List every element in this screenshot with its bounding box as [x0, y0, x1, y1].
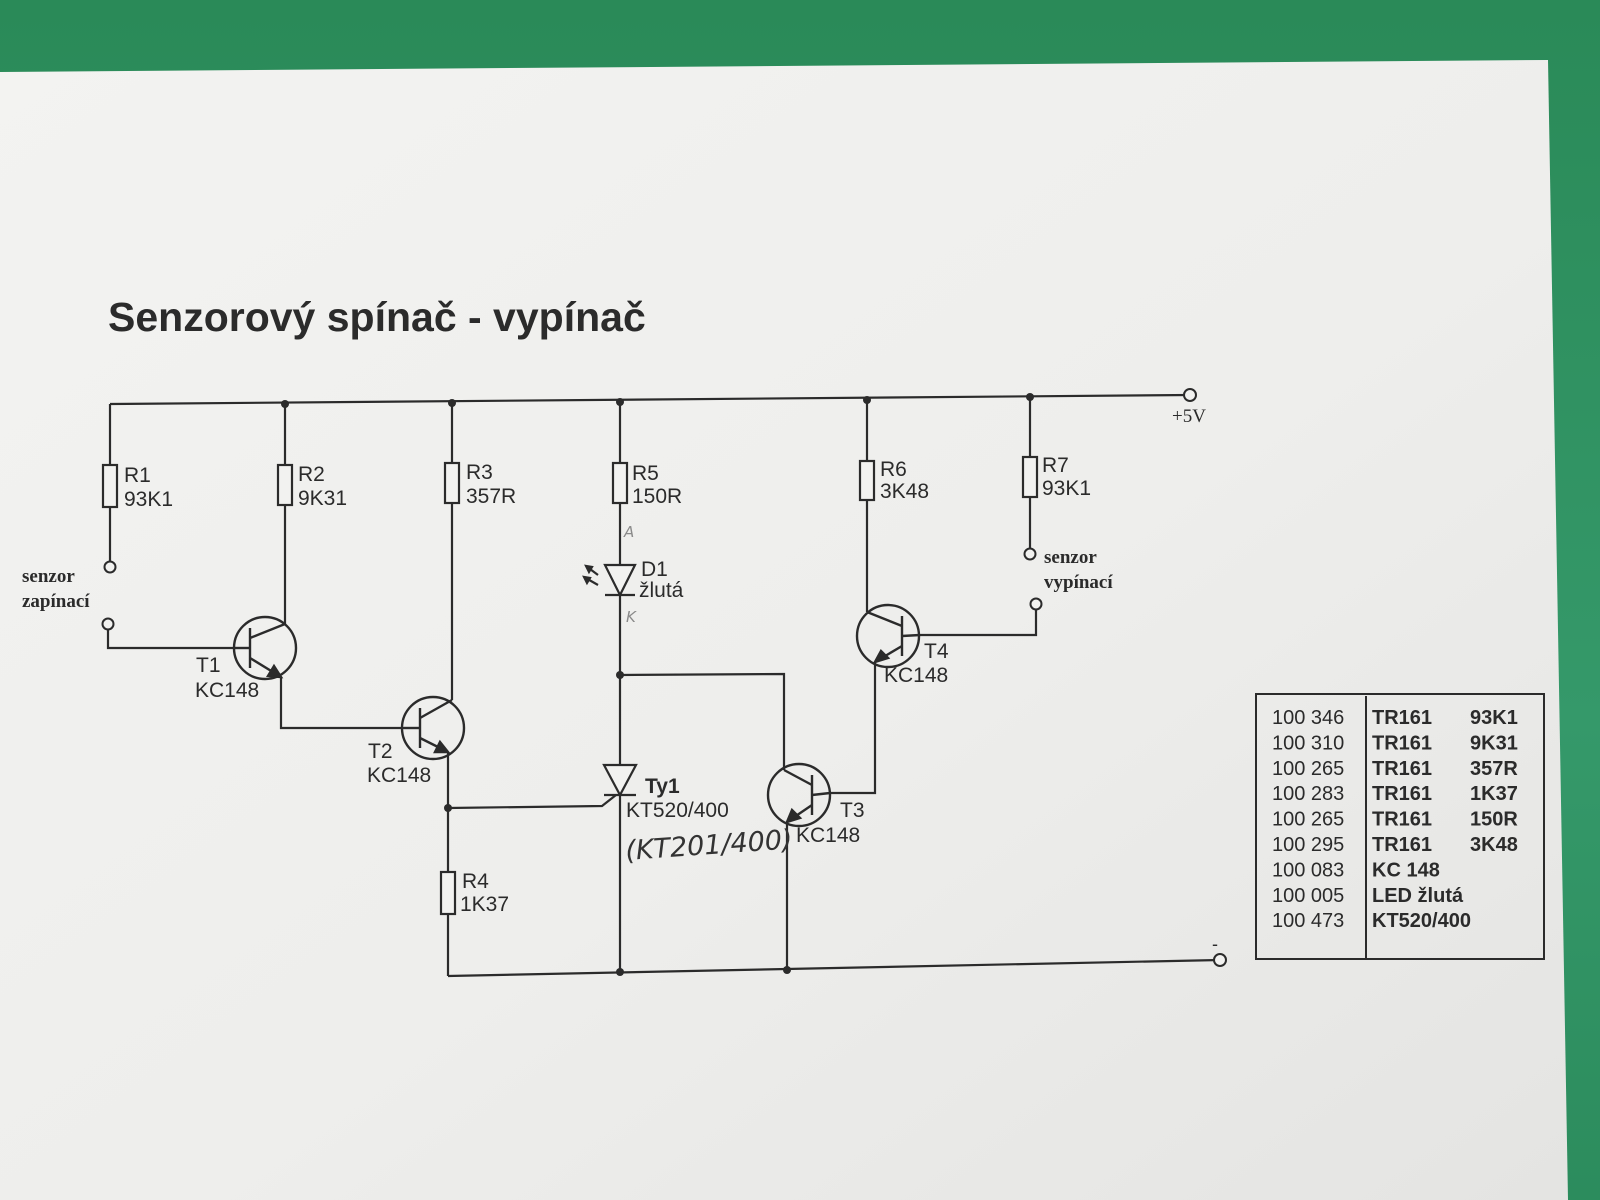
table-cell-part: KT520/400 [1372, 910, 1471, 932]
r5-value: 150R [632, 485, 682, 508]
table-cell-value: 3K48 [1470, 834, 1518, 856]
sensor-off-contact-top [1023, 547, 1037, 561]
transistor-t4-symbol [855, 603, 921, 669]
table-cell-code: 100 473 [1272, 910, 1344, 932]
transistor-t3-symbol [766, 762, 832, 828]
table-cell-code: 100 346 [1272, 707, 1344, 729]
table-row: 100 265 TR161 357R [1272, 758, 1518, 780]
sensor-on-line1: senzor [22, 566, 75, 587]
table-row: 100 083 KC 148 [1272, 859, 1440, 881]
resistor-r2-symbol [276, 463, 294, 507]
r4-value: 1K37 [460, 893, 509, 916]
table-cell-code: 100 265 [1272, 758, 1344, 780]
table-cell-part: KC 148 [1372, 859, 1440, 881]
t2-type: KC148 [367, 764, 431, 787]
ground-label: - [1212, 934, 1218, 954]
table-cell-value: 9K31 [1470, 732, 1518, 754]
table-cell-value: 93K1 [1470, 707, 1518, 729]
table-cell-code: 100 310 [1272, 732, 1344, 754]
thyristor-ty1-symbol [602, 763, 638, 798]
table-cell-part: TR161 [1372, 783, 1432, 805]
resistor-bodies [101, 455, 1039, 916]
t2-ref: T2 [368, 740, 393, 763]
t1-ref: T1 [196, 654, 221, 677]
r7-ref: R7 [1042, 454, 1069, 477]
table-row: 100 005 LED žlutá [1272, 885, 1464, 907]
t4-ref: T4 [924, 640, 949, 663]
resistor-r6-symbol [858, 459, 876, 502]
table-cell-code: 100 283 [1272, 783, 1344, 805]
ty1-ref: Ty1 [645, 775, 680, 798]
d1-anode-mark: A [623, 523, 634, 541]
supply-label: +5V [1172, 406, 1206, 427]
table-cell-value: 1K37 [1470, 783, 1518, 805]
r6-ref: R6 [880, 458, 907, 481]
ground-terminal [1213, 953, 1227, 967]
d1-cathode-mark: K [626, 608, 637, 626]
sensor-off-line2: vypínací [1044, 572, 1113, 593]
led-d1-symbol [582, 563, 637, 598]
table-row: 100 265 TR161 150R [1272, 809, 1518, 831]
table-cell-code: 100 265 [1272, 809, 1344, 831]
table-cell-code: 100 295 [1272, 834, 1344, 856]
sensor-on-contact-top [103, 560, 117, 574]
ty1-type: KT520/400 [626, 799, 729, 822]
resistor-r5-symbol [611, 461, 629, 505]
table-row: 100 283 TR161 1K37 [1272, 783, 1518, 805]
table-cell-part: LED žlutá [1372, 885, 1464, 907]
r7-value: 93K1 [1042, 477, 1091, 500]
t3-type: KC148 [796, 824, 860, 847]
sensor-off-line1: senzor [1044, 547, 1097, 568]
table-cell-part: TR161 [1372, 758, 1432, 780]
resistor-r7-symbol [1021, 455, 1039, 499]
table-cell-code: 100 083 [1272, 859, 1344, 881]
table-cell-code: 100 005 [1272, 885, 1344, 907]
transistor-symbols [232, 603, 921, 828]
t1-type: KC148 [195, 679, 259, 702]
table-cell-part: TR161 [1372, 732, 1432, 754]
resistor-r1-symbol [101, 463, 119, 509]
t3-ref: T3 [840, 799, 865, 822]
table-cell-value: 150R [1470, 809, 1518, 831]
table-cell-part: TR161 [1372, 809, 1432, 831]
r1-ref: R1 [124, 464, 151, 487]
r3-value: 357R [466, 485, 516, 508]
paper-sheet [0, 60, 1568, 1200]
d1-ref: D1 [641, 558, 668, 581]
diagram-title: Senzorový spínač - vypínač [108, 294, 646, 340]
terminals [101, 388, 1227, 967]
transistor-t2-symbol [400, 695, 466, 761]
d1-value: žlutá [639, 579, 684, 602]
supply-terminal [1183, 388, 1197, 402]
t4-type: KC148 [884, 664, 948, 687]
r6-value: 3K48 [880, 480, 929, 503]
sensor-off-contact-bottom [1029, 597, 1043, 611]
table-cell-part: TR161 [1372, 707, 1432, 729]
table-row: 100 295 TR161 3K48 [1272, 834, 1518, 856]
table-cell-value: 357R [1470, 758, 1518, 780]
r5-ref: R5 [632, 462, 659, 485]
junction-dots [281, 393, 1034, 976]
table-row: 100 473 KT520/400 [1272, 910, 1471, 932]
resistor-r3-symbol [443, 461, 461, 505]
transistor-t1-symbol [232, 615, 298, 681]
r4-ref: R4 [462, 870, 489, 893]
sensor-on-line2: zapínací [22, 591, 90, 612]
r2-value: 9K31 [298, 487, 347, 510]
r1-value: 93K1 [124, 488, 173, 511]
r2-ref: R2 [298, 463, 325, 486]
table-row: 100 310 TR161 9K31 [1272, 732, 1518, 754]
table-cell-part: TR161 [1372, 834, 1432, 856]
resistor-r4-symbol [439, 870, 457, 916]
sensor-on-contact-bottom [101, 617, 115, 631]
table-row: 100 346 TR161 93K1 [1272, 707, 1518, 729]
r3-ref: R3 [466, 461, 493, 484]
